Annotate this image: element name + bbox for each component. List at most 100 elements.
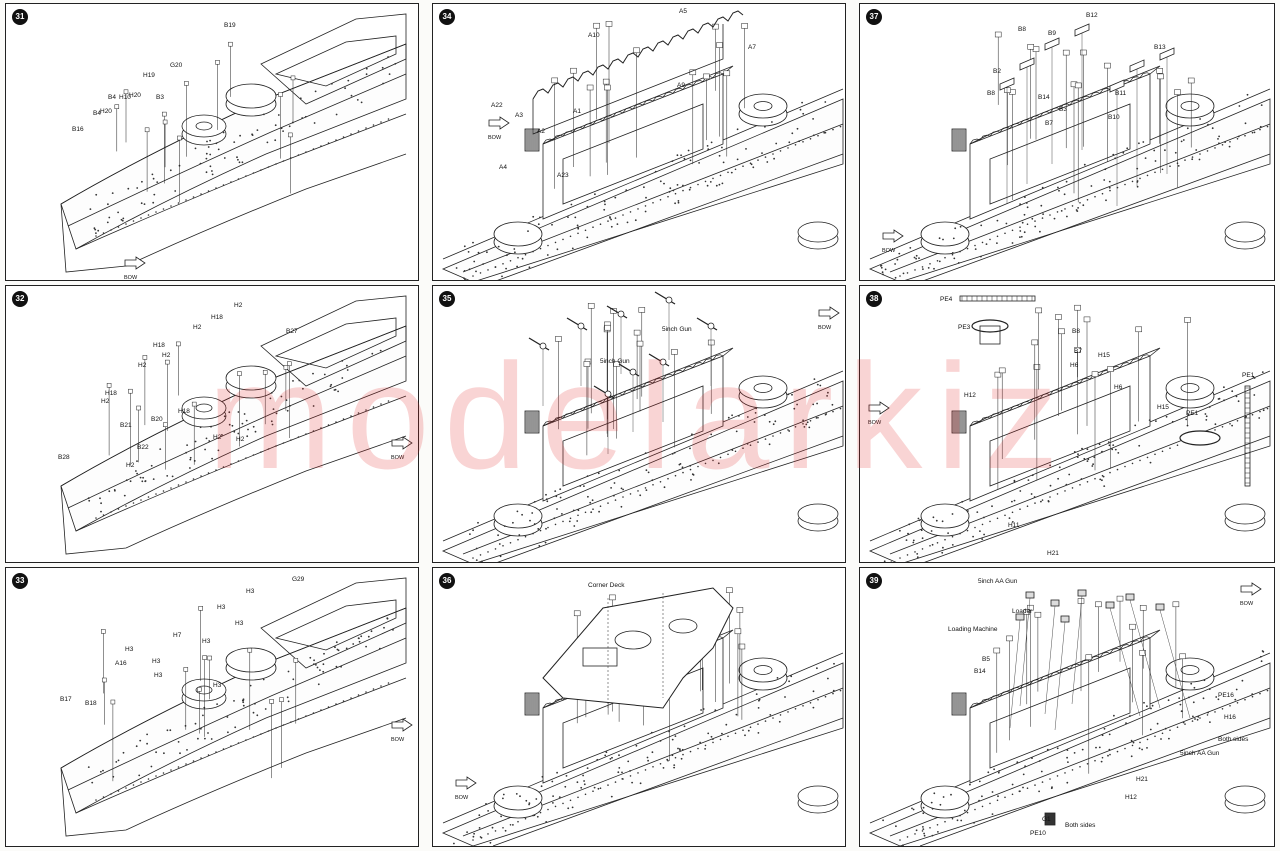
bow-direction-arrow: BOW [488,116,510,141]
part-label: H18 [105,390,117,397]
bow-label: BOW [455,795,469,801]
part-label: B27 [286,328,298,335]
part-label: 5inch Gun [662,326,692,333]
part-label: H2 [126,462,135,469]
ship-drawing [441,10,844,280]
step-number-badge: 32 [12,291,28,307]
part-label: Corner Deck [588,582,625,589]
part-label: PE3 [958,324,971,331]
part-label: G29 [292,576,305,583]
part-label: B4 [93,110,101,117]
bow-direction-arrow: BOW [124,256,146,280]
bow-direction-arrow: BOW [882,229,904,254]
ship-drawing [60,13,407,273]
part-label: H18 [178,408,190,415]
step-number-badge: 39 [866,573,882,589]
part-label: PE10 [1030,830,1046,837]
part-label: H16 [1224,714,1236,721]
part-label: 5inch AA Gun [1180,750,1220,757]
part-label: B16 [72,126,84,133]
part-label: PE1 [1186,410,1199,417]
part-label: A16 [115,660,127,667]
part-label: B21 [120,422,132,429]
part-label: 5inch Gun [600,358,630,365]
part-label: Both sides [1065,822,1096,829]
bow-direction-arrow: BOW [391,718,413,743]
part-label: B2 [993,68,1001,75]
part-label: H3 [217,604,226,611]
part-label: A4 [499,164,507,171]
part-label: H3 [202,638,211,645]
part-label: B11 [1115,90,1127,97]
step-number-badge: 31 [12,9,28,25]
part-label: H15 [1098,352,1110,359]
part-label: H3 [152,658,161,665]
ship-drawing [441,587,844,846]
part-label: Loading Machine [948,626,998,633]
part-label: H3 [246,588,255,595]
part-label: H2 [138,362,147,369]
bow-label: BOW [391,455,405,461]
bow-label: BOW [868,420,882,426]
part-label: A3 [515,112,523,119]
part-label: PE1 [1242,372,1255,379]
part-label: H20 [100,108,112,115]
bow-direction-arrow: BOW [1240,582,1262,607]
part-label: G1 [1042,816,1051,823]
part-label: B5 [982,656,990,663]
part-label: B13 [1154,44,1166,51]
step-number-badge: 33 [12,573,28,589]
part-label: B8 [1072,328,1080,335]
bow-direction-arrow: BOW [868,401,890,426]
part-label: H2 [213,434,222,441]
part-label: H2 [234,302,243,309]
part-label: H3 [213,682,222,689]
part-label: B3 [156,94,164,101]
part-label: B20 [151,416,163,423]
part-label: A5 [679,8,687,15]
part-label: B19 [224,22,236,29]
part-label: B10 [1108,114,1120,121]
part-label: H6 [1114,384,1123,391]
step-number-badge: 35 [439,291,455,307]
part-label: A2 [537,128,545,135]
part-label: B8 [987,90,995,97]
part-label: H21 [1047,550,1059,557]
part-label: H2 [162,352,171,359]
ship-drawing [441,291,844,562]
part-label: A22 [491,102,503,109]
part-label: H3 [154,672,163,679]
part-label: A7 [748,44,756,51]
part-label: H19 [143,72,155,79]
part-label: H10 [119,94,131,101]
part-label: B7 [1074,348,1082,355]
part-label: B7 [1045,120,1053,127]
part-label: A1 [573,108,581,115]
part-label: H3 [235,620,244,627]
part-label: B28 [58,454,70,461]
bow-label: BOW [818,325,832,331]
bow-direction-arrow: BOW [818,306,840,331]
part-label: B14 [974,668,986,675]
bow-label: BOW [1240,601,1254,607]
part-label: PE16 [1218,692,1234,699]
bow-label: BOW [882,248,896,254]
part-label: H11 [1008,522,1020,529]
part-label: H21 [1136,776,1148,783]
part-label: B22 [137,444,149,451]
part-label: 5inch AA Gun [978,578,1018,585]
part-label: H18 [211,314,223,321]
part-label: A9 [677,82,685,89]
ship-drawing [868,23,1271,280]
ship-drawing [868,295,1271,562]
part-label: B17 [60,696,72,703]
ship-drawing [868,589,1271,846]
part-label: B9 [1048,30,1056,37]
part-label: H12 [964,392,976,399]
part-label: Both sides [1218,736,1249,743]
